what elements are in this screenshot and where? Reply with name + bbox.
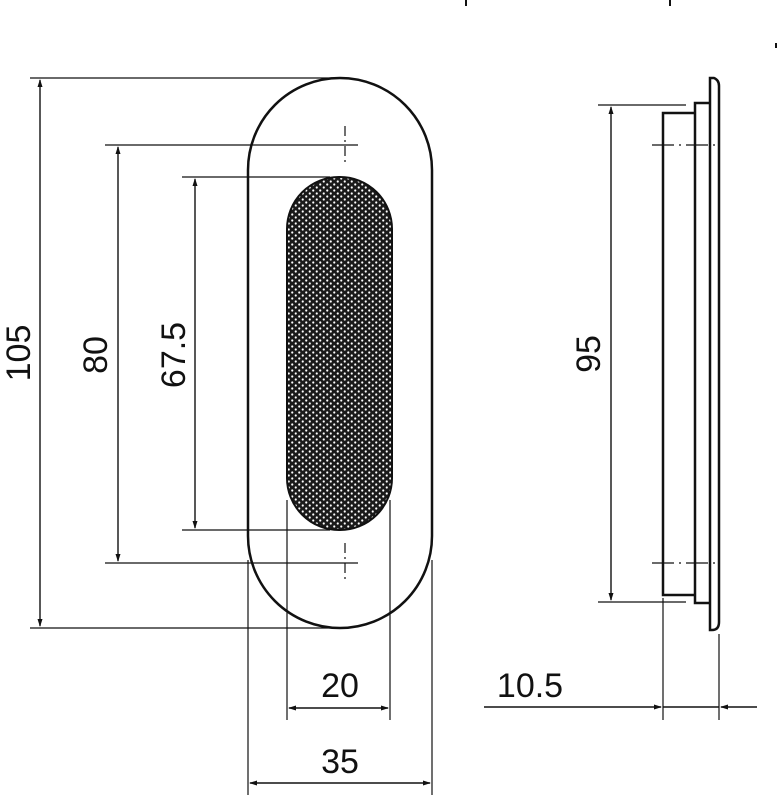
- dimension-label-hole-spacing: 80: [77, 336, 115, 374]
- dimension-label-grip-width: 20: [321, 667, 359, 705]
- side-extension-lines: [598, 104, 720, 720]
- dimension-label-grip-height: 67.5: [155, 322, 193, 388]
- side-view-profile: [661, 76, 721, 632]
- screw-hole-centre-top: [330, 126, 358, 165]
- screw-hole-centre-bottom: [330, 543, 358, 582]
- dimension-label-body-height: 95: [570, 335, 608, 373]
- mesh-grip-recess: [286, 176, 393, 531]
- dimension-label-overall-width: 35: [321, 743, 359, 781]
- extension-lines: [30, 77, 433, 795]
- side-view-centre-lines: [652, 144, 716, 564]
- dimension-label-depth: 10.5: [497, 667, 563, 705]
- dimension-label-overall-height: 105: [0, 325, 38, 382]
